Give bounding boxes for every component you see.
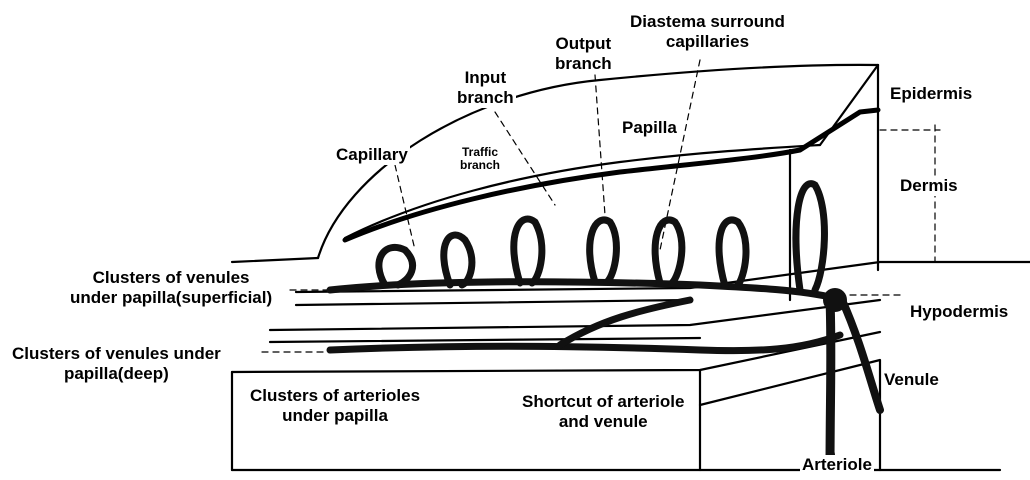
label-input-branch: Input branch (455, 68, 516, 108)
capillary-loop-2 (444, 235, 472, 285)
label-epidermis: Epidermis (888, 84, 974, 104)
label-arterioles: Clusters of arterioles under papilla (248, 386, 422, 426)
slab-2 (296, 300, 690, 305)
label-venules-superficial: Clusters of venules under papilla(superf… (68, 268, 274, 308)
label-hypodermis: Hypodermis (908, 302, 1010, 322)
plexus-junction (823, 288, 847, 312)
slab-top-edge (232, 258, 318, 262)
label-capillary: Capillary (334, 145, 410, 165)
capillary-loop-5 (655, 220, 682, 283)
label-traffic-branch: Traffic branch (458, 146, 502, 172)
slab-4 (270, 338, 700, 342)
label-venule: Venule (882, 370, 941, 390)
capillary-loop-6 (719, 220, 746, 286)
capillary-loop-4 (590, 220, 617, 282)
deep-venule-plexus (330, 335, 840, 351)
label-dermis: Dermis (898, 176, 960, 196)
label-shortcut: Shortcut of arteriole and venule (520, 392, 686, 432)
capillary-loop-3 (514, 219, 542, 283)
label-diastema: Diastema surround capillaries (628, 12, 787, 52)
label-venules-deep: Clusters of venules under papilla(deep) (10, 344, 223, 384)
base-right (700, 360, 880, 470)
venule-trunk (842, 300, 880, 410)
capillary-loop-7 (796, 184, 824, 290)
label-arteriole: Arteriole (800, 455, 874, 475)
label-papilla: Papilla (620, 118, 679, 138)
label-output-branch: Output branch (553, 34, 614, 74)
arteriole-trunk (830, 300, 831, 470)
capillary-loop-1 (379, 247, 413, 285)
